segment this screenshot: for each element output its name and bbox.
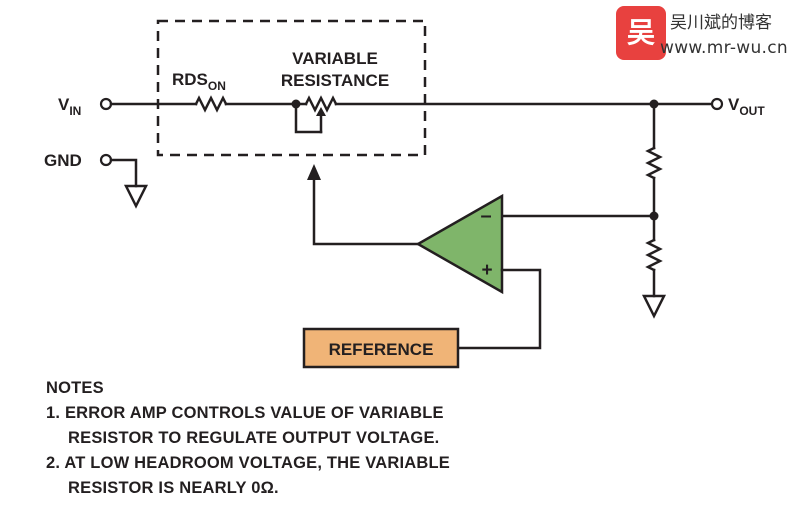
variable-label-line1: VARIABLE	[292, 49, 378, 68]
reference-label: REFERENCE	[329, 340, 434, 359]
vout-terminal	[710, 97, 724, 111]
blog-watermark: 吴 吴川斌的博客 www.mr-wu.cn	[612, 2, 800, 64]
gnd-wire	[109, 158, 138, 188]
variable-resistor	[304, 95, 338, 113]
error-amplifier	[415, 193, 504, 295]
divider-lower-resistor	[645, 238, 663, 272]
variable-resistor-shunt	[294, 102, 323, 134]
control-arrowhead	[307, 164, 321, 180]
vout-label: VOUT	[728, 95, 765, 118]
amp-plus-sign: +	[481, 260, 492, 281]
divider-upper-resistor	[645, 146, 663, 180]
reference-box	[302, 327, 460, 369]
blog-url: www.mr-wu.cn	[660, 38, 788, 58]
rds-on-label: RDSON	[172, 70, 226, 93]
gnd-label: GND	[44, 151, 82, 170]
gnd-symbol-right	[641, 294, 667, 319]
wiper-arrowhead	[316, 107, 326, 116]
note-1-line-2: RESISTOR TO REGULATE OUTPUT VOLTAGE.	[68, 429, 440, 447]
notes-block: NOTES 1. ERROR AMP CONTROLS VALUE OF VAR…	[46, 376, 450, 501]
gnd-terminal	[99, 153, 113, 167]
vin-terminal	[99, 97, 113, 111]
gnd-symbol-left	[123, 184, 149, 209]
rds-on-resistor	[194, 95, 228, 113]
reference-wire	[456, 268, 542, 350]
blog-title: 吴川斌的博客	[670, 13, 772, 33]
amp-minus-sign: –	[480, 205, 491, 227]
variable-label-line2: RESISTANCE	[281, 71, 389, 90]
pass-element-box	[156, 19, 427, 157]
notes-heading: NOTES	[46, 379, 104, 397]
control-wire	[312, 176, 420, 246]
note-2-line-2: RESISTOR IS NEARLY 0Ω.	[68, 479, 279, 497]
blog-logo: 吴	[616, 6, 666, 60]
vin-label: VIN	[58, 95, 81, 118]
ldo-circuit-diagram: VIN RDSON VARIABLE RESISTANCE VOUT GND –…	[44, 19, 765, 369]
note-2-line-1: 2. AT LOW HEADROOM VOLTAGE, THE VARIABLE	[46, 454, 450, 472]
note-1-line-1: 1. ERROR AMP CONTROLS VALUE OF VARIABLE	[46, 404, 444, 422]
